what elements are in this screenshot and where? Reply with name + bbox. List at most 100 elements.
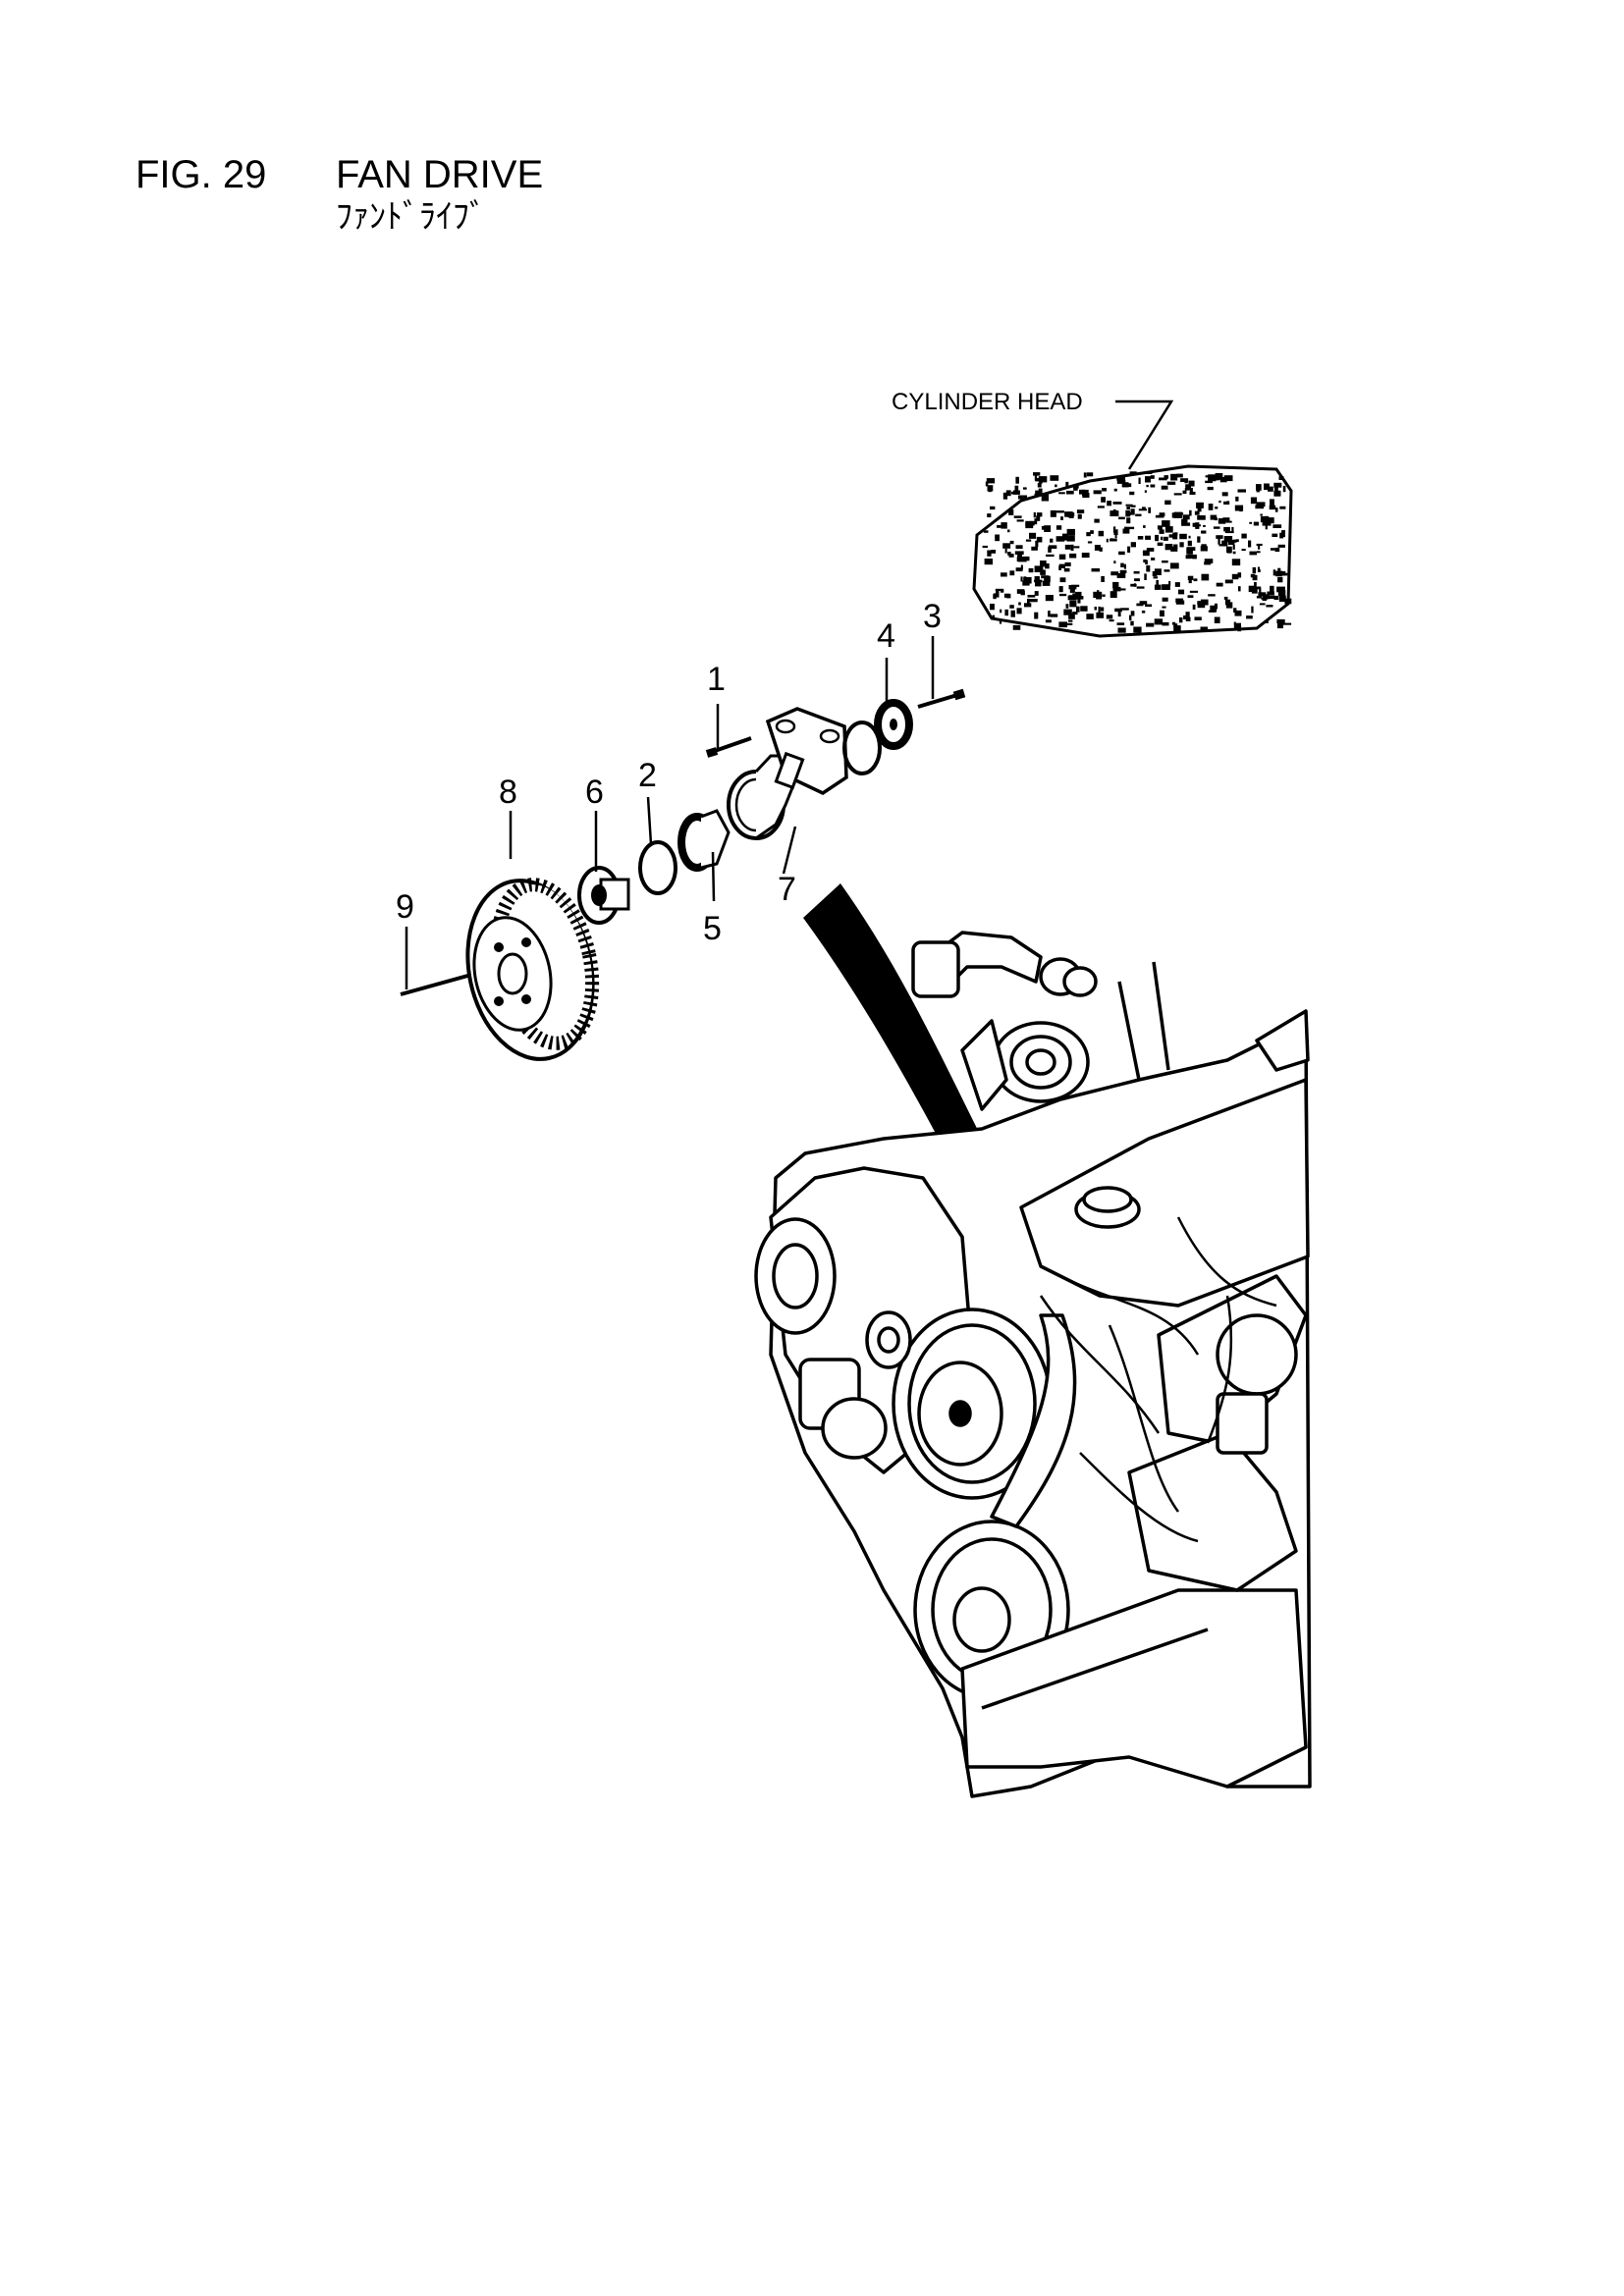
cylinder-head-stipple [1143,559,1147,563]
cylinder-head-stipple [1045,619,1052,623]
cylinder-head-stipple [1264,483,1270,490]
cylinder-head-stipple [1166,481,1176,485]
cylinder-head-stipple [1008,508,1014,515]
cylinder-head-stipple [1076,509,1085,513]
cylinder-head-stipple [1058,492,1065,495]
cylinder-head-stipple [1164,569,1170,572]
cylinder-head-stipple [1109,619,1114,622]
cylinder-head-stipple [1110,510,1119,516]
cylinder-head-stipple [1266,605,1273,608]
cylinder-head-stipple [1018,495,1027,500]
cylinder-head-stipple [1146,622,1155,627]
cylinder-head-stipple [1173,493,1182,496]
cylinder-head-stipple [1223,475,1233,482]
cylinder-head-stipple [1282,622,1292,625]
cylinder-head-stipple [1189,509,1192,516]
part-2-snap-ring [638,840,677,895]
cylinder-head-stipple [1082,489,1089,496]
cylinder-head-stipple [1159,512,1165,517]
cylinder-head-stipple [1069,553,1077,559]
cylinder-head-stipple [1094,607,1097,611]
cylinder-head-stipple [1044,575,1051,582]
cylinder-head-stipple [1106,538,1109,543]
cylinder-head-stipple [1125,504,1133,507]
cylinder-head-stipple [1020,564,1023,570]
cylinder-head-stipple [1031,546,1038,551]
cylinder-head-stipple [1010,610,1015,617]
cylinder-head-stipple [1006,593,1011,599]
cylinder-head-stipple [1218,518,1226,524]
cylinder-head-stipple [1004,609,1008,616]
cylinder-head-stipple [1058,565,1061,570]
cylinder-head-stipple [1187,540,1192,547]
cylinder-head-stipple [1096,612,1104,618]
cylinder-head-stipple [1034,576,1040,581]
cylinder-head-stipple [1015,476,1019,484]
cylinder-head-stipple [1269,505,1276,510]
cylinder-head-stipple [1058,554,1066,560]
cylinder-head-stipple [1130,620,1134,626]
figure-subtitle: ﾌｧﾝﾄﾞﾗｲﾌﾞ [336,198,486,236]
cylinder-head-stipple [1130,611,1135,616]
cylinder-head-stipple [1173,623,1178,628]
cylinder-head-stipple [1093,591,1103,598]
cylinder-head-stipple [1059,593,1067,597]
cylinder-head-stipple [1187,522,1191,526]
cylinder-head-stipple [1277,576,1283,583]
callout-leaders [405,636,935,989]
cylinder-head-stipple [1201,573,1210,581]
cylinder-head-stipple [1145,604,1152,608]
cylinder-head-stipple [1168,580,1171,586]
cylinder-head-stipple [1256,502,1266,507]
cylinder-head-stipple [1188,535,1191,539]
cylinder-head-stipple [1259,603,1266,606]
callout-6: 6 [585,774,604,811]
cylinder-head-stipple [1170,546,1178,552]
cylinder-head-stipple [1192,604,1196,610]
cylinder-head-stipple [1116,479,1126,484]
cylinder-head-stipple [1204,559,1214,563]
cylinder-head-stipple [1258,592,1267,597]
cylinder-head-stipple [1063,609,1072,615]
part-8-pulley [465,878,600,1061]
cylinder-head-stipple [1172,532,1178,540]
cylinder-head-stipple [1058,621,1067,628]
cylinder-head-stipple [996,590,1000,598]
cylinder-head-stipple [1129,614,1132,621]
cylinder-head-stipple [1068,585,1077,590]
cylinder-head-stipple [1187,595,1194,598]
cylinder-head-stipple [1099,547,1103,552]
cylinder-head-stipple [1197,536,1201,543]
cylinder-head-stipple [1138,477,1141,484]
cylinder-head-stipple [1144,471,1153,474]
cylinder-head-stipple [1223,596,1228,600]
cylinder-head-stipple [1127,546,1131,553]
cylinder-head-stipple [1179,542,1184,548]
cylinder-head-stipple [987,513,992,517]
cylinder-head-stipple [1261,597,1268,600]
cylinder-head-stipple [1112,586,1121,592]
cylinder-head-stipple [1016,608,1022,614]
cylinder-head-stipple [1034,474,1038,481]
cylinder-head-stipple [1018,602,1021,606]
cylinder-head-stipple [1034,493,1038,497]
cylinder-head-stipple [1086,532,1091,537]
cylinder-head-stipple [1176,473,1183,478]
cylinder-head-stipple [1256,596,1262,599]
cylinder-head-stipple [1200,599,1209,606]
cylinder-head-stipple [1237,572,1242,578]
cylinder-head-stipple [1251,606,1254,614]
cylinder-head-stipple [1154,618,1164,625]
cylinder-head-stipple [1234,610,1242,616]
cylinder-head-stipple [1146,484,1149,488]
cylinder-head-stipple [1036,536,1043,543]
cylinder-head-stipple [1116,573,1126,578]
cylinder-head-stipple [1126,517,1131,524]
cylinder-head-stipple [1175,598,1184,603]
cylinder-head-stipple [1223,501,1230,505]
cylinder-head-stipple [991,550,997,554]
cylinder-head-stipple [1256,489,1260,493]
cylinder-head-stipple [1080,606,1088,612]
cylinder-head-stipple [1162,597,1168,602]
cylinder-head-stipple [1232,544,1235,550]
